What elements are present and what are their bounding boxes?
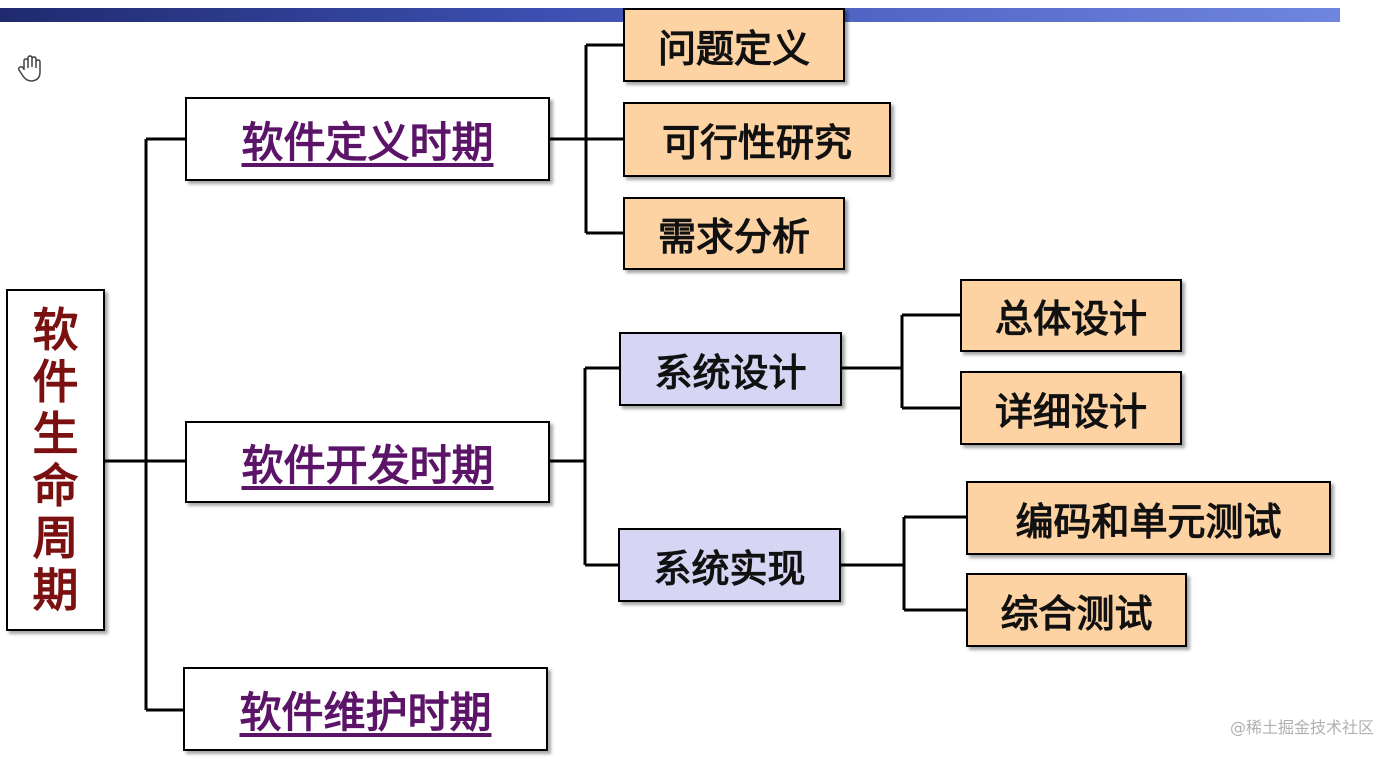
subphase-system-implementation: 系统实现 [618,528,841,602]
task-overall-design: 总体设计 [960,279,1182,352]
task-feasibility-study: 可行性研究 [623,102,891,177]
software-lifecycle-root: 软 件 生 命 周 期 [6,289,105,631]
task-detailed-design: 详细设计 [960,371,1182,445]
task-requirements-analysis: 需求分析 [623,197,845,270]
root-char: 软 [32,303,79,357]
phase-development-link[interactable]: 软件开发时期 [185,421,550,503]
phase-definition-link[interactable]: 软件定义时期 [185,97,550,181]
hand-cursor-icon [17,55,41,82]
subphase-system-design: 系统设计 [619,332,842,406]
root-char: 期 [32,563,79,617]
phase-maintenance-link[interactable]: 软件维护时期 [183,667,548,751]
task-problem-definition: 问题定义 [623,8,845,82]
root-char: 周 [32,511,79,565]
watermark-text: @稀土掘金技术社区 [1229,718,1374,737]
task-integration-testing: 综合测试 [966,573,1187,647]
root-char: 件 [32,355,79,409]
root-char: 命 [32,459,79,513]
root-char: 生 [32,407,79,461]
task-coding-unit-testing: 编码和单元测试 [966,481,1331,555]
